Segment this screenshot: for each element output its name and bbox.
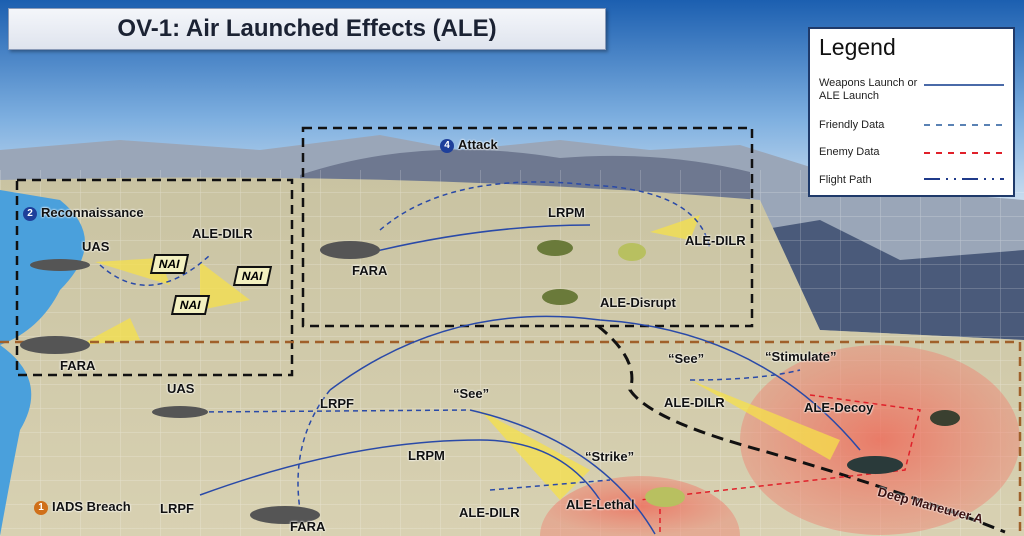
deep-maneuver-boundary [597, 324, 1006, 534]
helicopter-icon [20, 336, 90, 354]
legend-solid-line [924, 84, 1004, 86]
label-fara: FARA [352, 263, 388, 278]
tank-icon [537, 240, 573, 256]
legend-item-enemy-data: Enemy Data [819, 146, 880, 158]
label-uas: UAS [82, 239, 110, 254]
label-see: “See” [668, 351, 705, 366]
legend-flight-path-line [924, 178, 1004, 180]
recon-area-box [15, 178, 294, 377]
attack-area-box [301, 126, 754, 328]
uas-icon [30, 259, 90, 271]
label-ale-disrupt: ALE-Disrupt [600, 295, 676, 310]
nai-box: NAI [232, 266, 272, 286]
nai-box: NAI [170, 295, 210, 315]
enemy-threat-zone-lower [540, 476, 740, 536]
label-lrpm: LRPM [548, 205, 585, 220]
label-ale-lethal: ALE-Lethal [566, 497, 635, 512]
uas-icon [152, 406, 208, 418]
weapons-launch-lines [199, 224, 861, 535]
helicopter-icon [250, 506, 320, 524]
sam-launcher-icon [847, 456, 903, 474]
legend-enemy-dashed-line [924, 152, 1004, 154]
label-stimulate: “Stimulate” [765, 349, 837, 364]
nai-box: NAI [149, 254, 189, 274]
friendly-data-lines [99, 181, 801, 511]
legend-title: Legend [819, 34, 896, 60]
label-strike: “Strike” [585, 449, 635, 464]
label-lrpm: LRPM [408, 448, 445, 463]
label-lrpf: LRPF [320, 396, 354, 411]
label-uas: UAS [167, 381, 195, 396]
label-lrpf: LRPF [160, 501, 194, 516]
enemy-threat-zone [740, 345, 1020, 535]
sensor-cones [80, 215, 840, 500]
label-ale-dilr: ALE-DILR [664, 395, 725, 410]
label-fara: FARA [290, 519, 326, 534]
page-title: OV-1: Air Launched Effects (ALE) [8, 8, 606, 50]
label-ale-dilr: ALE-DILR [459, 505, 520, 520]
label-ale-dilr: ALE-DILR [685, 233, 746, 248]
legend-item-flight-path: Flight Path [819, 174, 872, 186]
label-ale-dilr: ALE-DILR [192, 226, 253, 241]
coast-water-lower [0, 345, 32, 536]
legend-item-friendly-data: Friendly Data [819, 119, 885, 131]
legend-friendly-dashed-line [924, 124, 1004, 126]
label-see: “See” [453, 386, 490, 401]
boundary-line [0, 340, 1022, 534]
label-ale-decoy: ALE-Decoy [804, 400, 874, 415]
radar-icon [930, 410, 960, 426]
legend-item-weapons-launch: Weapons Launch or ALE Launch [819, 77, 918, 102]
armored-vehicle-icon [645, 487, 685, 507]
tank-icon [542, 289, 578, 305]
armored-vehicle-icon [618, 243, 646, 261]
label-fara: FARA [60, 358, 96, 373]
helicopter-icon [320, 241, 380, 259]
legend: Legend Weapons Launch or ALE Launch Frie… [808, 27, 1015, 197]
aircraft-icons [20, 240, 960, 524]
enemy-data-lines [639, 394, 921, 534]
